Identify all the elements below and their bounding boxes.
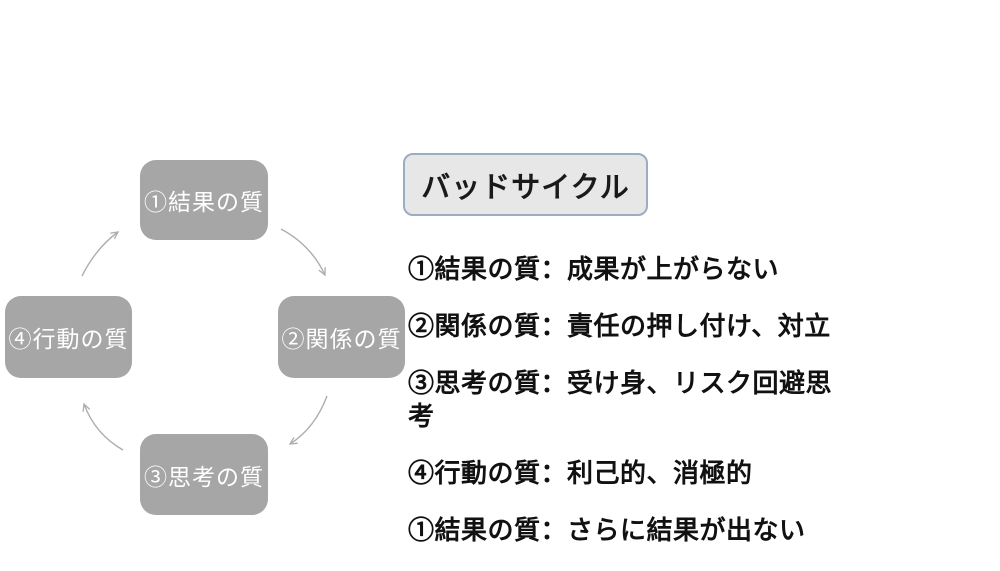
cycle-box-action: ④行動の質 <box>5 296 132 378</box>
cycle-box-thinking: ③思考の質 <box>140 434 268 515</box>
arrow-thinking-to-action <box>82 402 124 451</box>
page-title: バッドサイクル <box>403 153 648 216</box>
arrow-action-to-result <box>81 231 120 277</box>
list-item-result-2: ①結果の質：さらに結果が出ない <box>408 515 806 545</box>
arrow-relationship-to-thinking <box>288 395 328 445</box>
cycle-box-relationship: ②関係の質 <box>278 296 405 378</box>
description-list: ①結果の質：成果が上がらない ②関係の質：責任の押し付け、対立 ③思考の質：受け… <box>408 253 845 571</box>
cycle-diagram: ①結果の質 ②関係の質 ③思考の質 ④行動の質 <box>0 0 430 563</box>
list-item-result-1: ①結果の質：成果が上がらない <box>408 254 780 284</box>
cycle-box-result: ①結果の質 <box>140 160 268 240</box>
list-item-action: ④行動の質：利己的、消極的 <box>408 458 753 488</box>
arrow-result-to-relationship <box>280 228 326 277</box>
cycle-arrows <box>81 228 328 451</box>
list-item-relationship: ②関係の質：責任の押し付け、対立 <box>408 311 831 341</box>
list-item-thinking: ③思考の質：受け身、リスク回避思考 <box>408 368 833 431</box>
